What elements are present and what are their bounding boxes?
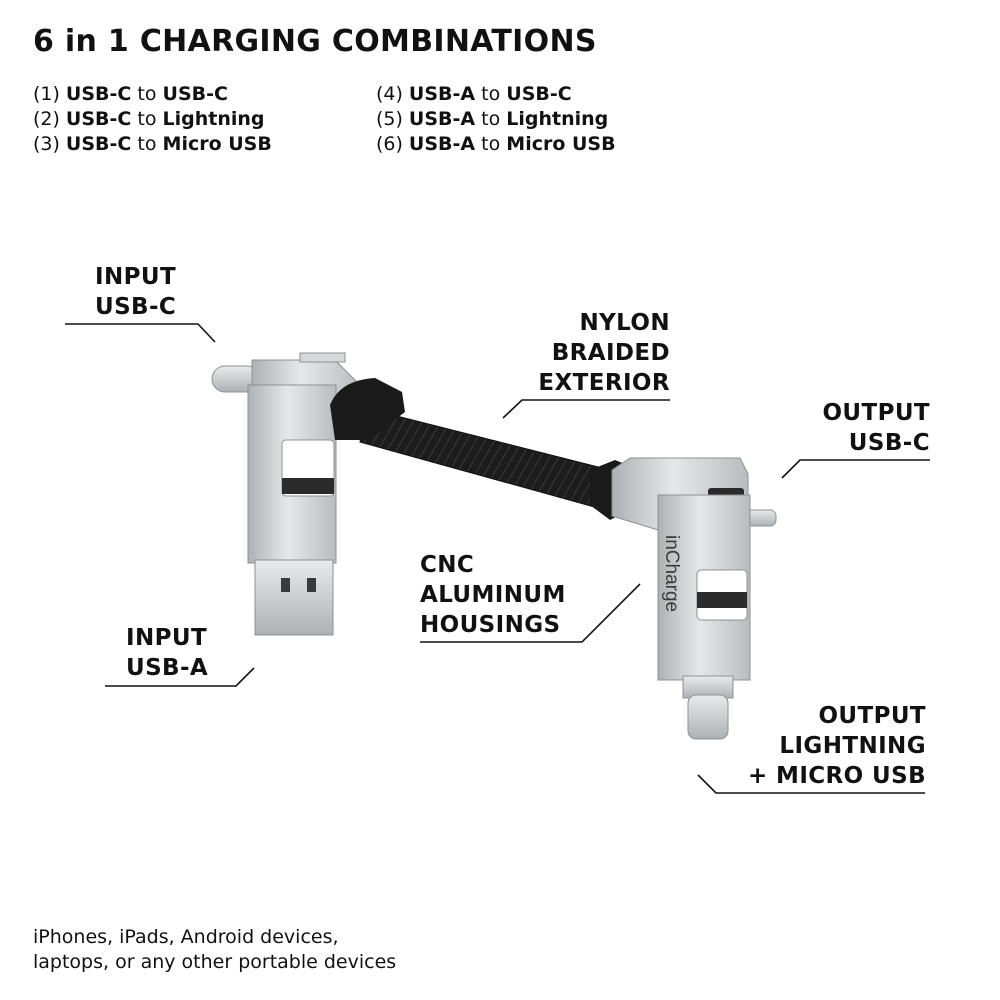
combination-to: USB-C	[506, 83, 572, 105]
combinations-list-left: (1)USB-C to USB-C (2)USB-C to Lightning …	[33, 82, 272, 157]
combination-to: USB-C	[162, 83, 228, 105]
callout-leader-lines	[65, 323, 930, 794]
leader-nylon	[502, 399, 670, 419]
callout-output-lightning: OUTPUT LIGHTNING + MICRO USB	[748, 701, 926, 791]
compatibility-footer: iPhones, iPads, Android devices, laptops…	[33, 925, 396, 975]
combination-to: Micro USB	[162, 133, 272, 155]
combination-to: Lightning	[162, 108, 265, 130]
combination-number: (1)	[33, 83, 60, 105]
combination-number: (3)	[33, 133, 60, 155]
leader-input-usb-c	[65, 323, 216, 343]
left-cable-boot	[330, 378, 405, 440]
combination-from: USB-C	[65, 133, 132, 155]
callout-line: LIGHTNING	[779, 733, 926, 759]
callout-line: CNC	[420, 552, 475, 578]
callout-line: USB-C	[95, 294, 177, 320]
combination-item: (3)USB-C to Micro USB	[33, 132, 272, 157]
callout-line: NYLON	[579, 310, 670, 336]
callout-line: USB-A	[126, 655, 209, 681]
leader-output-lightning	[697, 774, 925, 794]
combination-to-word: to	[481, 108, 501, 130]
left-usb-a-plug	[254, 559, 334, 636]
callout-input-usb-c: INPUT USB-C	[95, 262, 176, 322]
callout-line: OUTPUT	[818, 703, 926, 729]
callout-line: EXTERIOR	[538, 370, 670, 396]
combination-to-word: to	[481, 133, 501, 155]
combination-number: (5)	[376, 108, 403, 130]
combination-item: (6)USB-A to Micro USB	[376, 132, 616, 157]
combination-number: (6)	[376, 133, 403, 155]
callout-line: INPUT	[95, 264, 177, 290]
callout-input-usb-a: INPUT USB-A	[126, 623, 208, 683]
leader-cnc	[420, 583, 641, 643]
combination-to-word: to	[137, 133, 157, 155]
page-title: 6 in 1 CHARGING COMBINATIONS	[33, 24, 597, 59]
combination-to: Micro USB	[506, 133, 616, 155]
combination-to-word: to	[137, 83, 157, 105]
combination-to-word: to	[137, 108, 157, 130]
combination-to: Lightning	[506, 108, 609, 130]
combination-item: (2)USB-C to Lightning	[33, 107, 272, 132]
combination-item: (1)USB-C to USB-C	[33, 82, 272, 107]
leader-output-usb-c	[781, 459, 930, 479]
callout-cnc-aluminum: CNC ALUMINUM HOUSINGS	[420, 550, 566, 640]
combinations-list-right: (4)USB-A to USB-C (5)USB-A to Lightning …	[376, 82, 616, 157]
combination-number: (2)	[33, 108, 60, 130]
combination-number: (4)	[376, 83, 403, 105]
footer-line: laptops, or any other portable devices	[33, 951, 397, 973]
cable-body	[359, 407, 611, 509]
combination-to-word: to	[481, 83, 501, 105]
leader-input-usb-a	[105, 667, 255, 687]
combination-item: (5)USB-A to Lightning	[376, 107, 616, 132]
callout-line: ALUMINUM	[420, 582, 566, 608]
callout-line: INPUT	[126, 625, 208, 651]
brand-label: inCharge	[661, 535, 682, 612]
callout-line: HOUSINGS	[420, 612, 561, 638]
combination-from: USB-A	[408, 133, 476, 155]
footer-line: iPhones, iPads, Android devices,	[33, 926, 339, 948]
callout-output-usb-c: OUTPUT USB-C	[822, 398, 930, 458]
right-connector-assembly: inCharge	[611, 457, 777, 740]
callout-line: OUTPUT	[822, 400, 930, 426]
callout-nylon-braided: NYLON BRAIDED EXTERIOR	[538, 308, 670, 398]
combination-from: USB-A	[408, 108, 476, 130]
callout-line: + MICRO USB	[747, 763, 926, 789]
combination-from: USB-A	[408, 83, 476, 105]
combination-item: (4)USB-A to USB-C	[376, 82, 616, 107]
combination-from: USB-C	[65, 108, 132, 130]
combination-from: USB-C	[65, 83, 132, 105]
callout-line: BRAIDED	[551, 340, 670, 366]
callout-line: USB-C	[848, 430, 930, 456]
